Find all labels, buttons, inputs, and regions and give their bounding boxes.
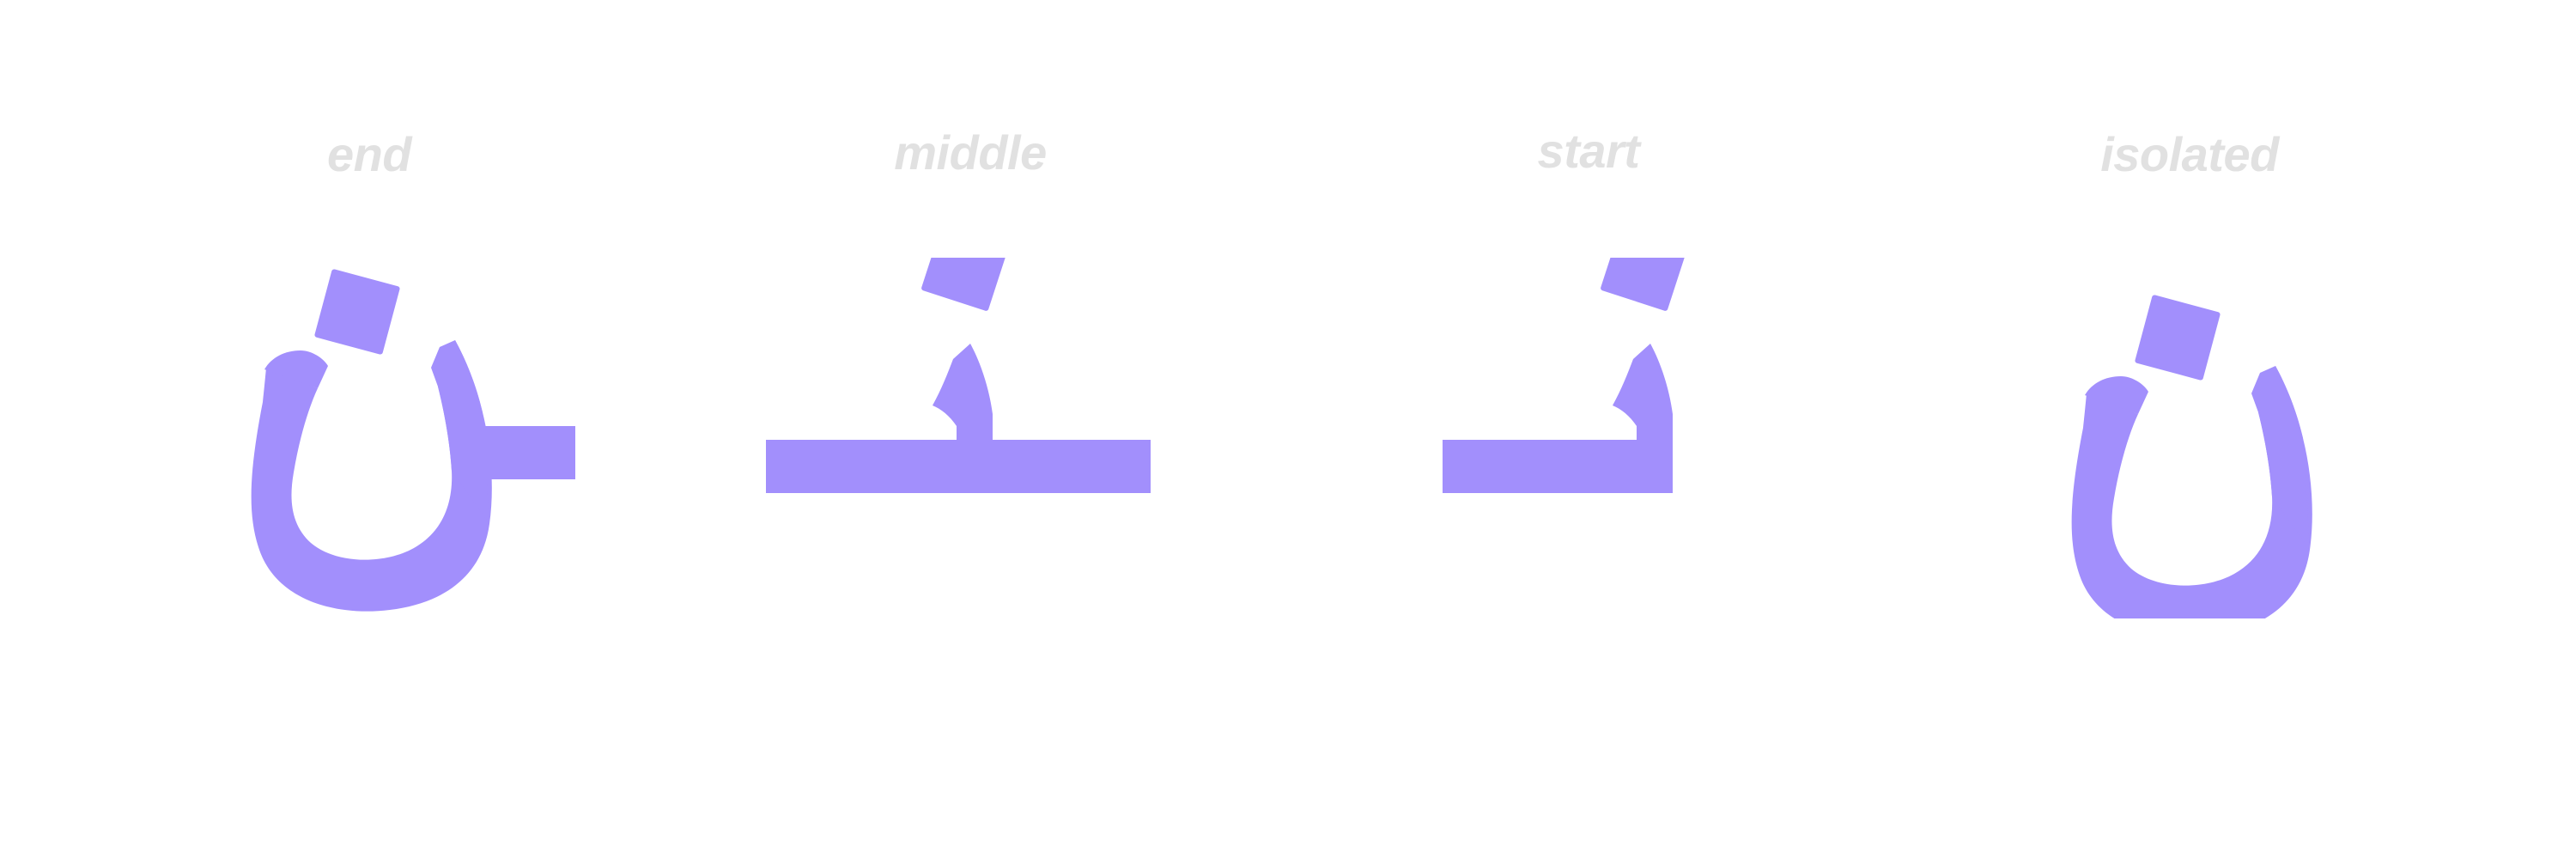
noon-tooth [933,344,993,440]
form-label-isolated: isolated [2100,127,2279,181]
glyph-end-wrap [120,258,618,653]
noon-dot-icon [1601,258,1688,311]
noon-baseline-bar [766,440,1151,493]
noon-initial-glyph [1443,258,1688,493]
letter-form-start: start [1340,0,1838,859]
form-label-end: end [326,127,412,181]
glyph-isolated-wrap [1941,258,2439,653]
noon-bowl-with-tail [251,340,575,612]
noon-dot-icon [314,269,400,355]
glyph-start-wrap [1340,258,1838,653]
letter-form-middle: middle [721,0,1219,859]
letter-form-end: end [120,0,618,859]
noon-isolated-glyph [2071,295,2312,618]
noon-final-glyph [251,269,575,612]
noon-medial-glyph [766,258,1151,493]
noon-dot-icon [2135,295,2221,381]
form-label-middle: middle [894,125,1047,180]
noon-baseline-bar [1443,440,1673,493]
noon-bowl [2071,366,2312,618]
glyph-middle-wrap [721,258,1219,653]
form-label-start: start [1537,124,1640,178]
letter-form-isolated: isolated [1941,0,2439,859]
noon-dot-icon [921,258,1009,311]
noon-tooth [1613,344,1673,440]
